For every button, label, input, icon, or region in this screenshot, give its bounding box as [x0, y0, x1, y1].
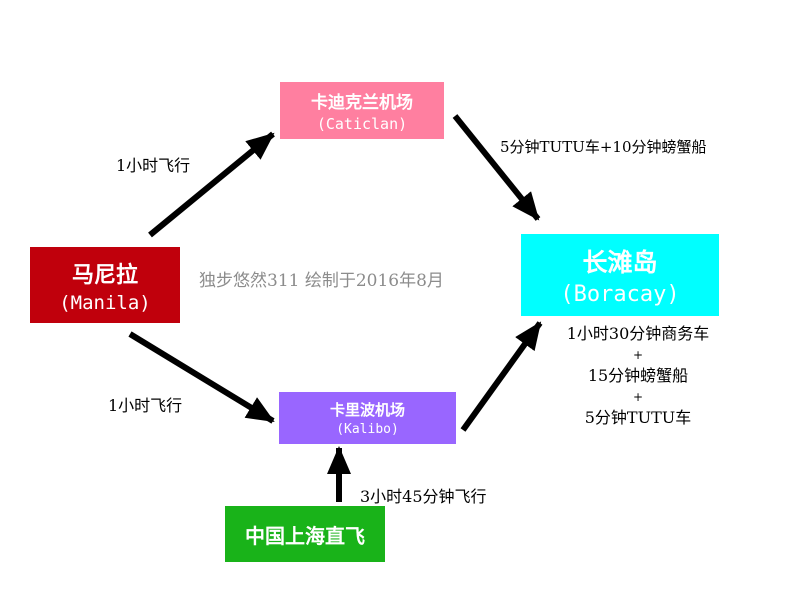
- edge-label-kalibo-boracay: 1小时30分钟商务车 + 15分钟螃蟹船 + 5分钟TUTU车: [538, 322, 738, 430]
- node-caticlan-name: 卡迪克兰机场: [311, 93, 413, 113]
- node-kalibo-name: 卡里波机场: [329, 401, 405, 419]
- node-boracay-english: (Boracay): [560, 282, 680, 307]
- node-caticlan-airport: 卡迪克兰机场 (Caticlan): [280, 82, 444, 139]
- arrow-kalibo-to-boracay: [460, 321, 543, 432]
- node-manila-english: (Manila): [59, 291, 151, 314]
- arrow-caticlan-to-boracay: [452, 114, 541, 221]
- kalibo-boracay-plus-1: +: [632, 348, 644, 362]
- edge-label-china-kalibo: 3小时45分钟飞行: [360, 487, 487, 506]
- node-kalibo-english: (Kalibo): [336, 422, 399, 437]
- node-manila: 马尼拉 (Manila): [30, 247, 180, 323]
- node-china-name: 中国上海直飞: [245, 523, 365, 548]
- arrow-manila-to-caticlan: [148, 131, 275, 238]
- node-caticlan-english: (Caticlan): [316, 115, 408, 133]
- node-boracay: 长滩岛 (Boracay): [521, 234, 719, 316]
- node-manila-name: 马尼拉: [71, 262, 138, 288]
- arrow-manila-to-kalibo: [128, 331, 275, 424]
- node-china-shanghai-direct: 中国上海直飞: [225, 506, 385, 562]
- author-watermark: 独步悠然311 绘制于2016年8月: [199, 271, 444, 291]
- edge-label-manila-kalibo: 1小时飞行: [108, 396, 183, 415]
- edge-label-manila-caticlan: 1小时飞行: [116, 156, 191, 175]
- kalibo-boracay-step-3: 5分钟TUTU车: [584, 408, 692, 427]
- kalibo-boracay-step-2: 15分钟螃蟹船: [587, 366, 689, 385]
- node-kalibo-airport: 卡里波机场 (Kalibo): [279, 392, 456, 444]
- kalibo-boracay-plus-2: +: [632, 390, 644, 404]
- kalibo-boracay-step-1: 1小时30分钟商务车: [566, 324, 710, 343]
- node-boracay-name: 长滩岛: [582, 248, 658, 277]
- edge-label-caticlan-boracay: 5分钟TUTU车+10分钟螃蟹船: [500, 138, 707, 156]
